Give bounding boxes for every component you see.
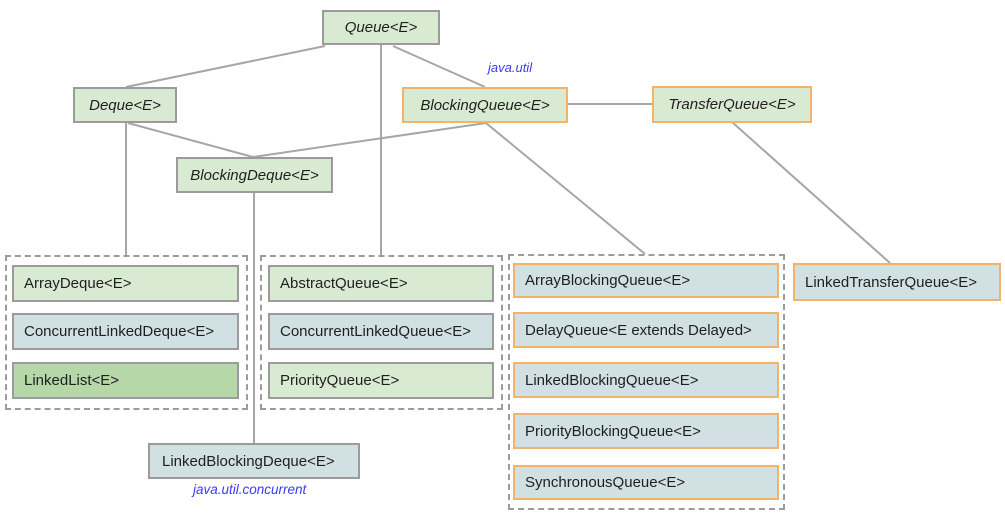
node-abstractqueue: AbstractQueue<E> xyxy=(268,265,494,302)
node-linkedblockingqueue: LinkedBlockingQueue<E> xyxy=(513,362,779,398)
edge-deque-blockingdeque xyxy=(127,122,254,158)
package-label-java-util-concurrent: java.util.concurrent xyxy=(193,482,307,497)
group-deque-implementations: ArrayDeque<E> ConcurrentLinkedDeque<E> L… xyxy=(5,255,248,410)
node-arrayblockingqueue: ArrayBlockingQueue<E> xyxy=(513,263,779,298)
node-linkedblockingdeque: LinkedBlockingDeque<E> xyxy=(148,443,360,479)
edge-queue-blockingqueue xyxy=(392,45,486,88)
package-label-java-util: java.util xyxy=(488,60,533,75)
node-blockingdeque-interface: BlockingDeque<E> xyxy=(176,157,333,193)
node-linkedlist: LinkedList<E> xyxy=(12,362,239,399)
node-synchronousqueue: SynchronousQueue<E> xyxy=(513,465,779,500)
node-blockingqueue-interface: BlockingQueue<E> xyxy=(402,87,568,123)
node-transferqueue-interface: TransferQueue<E> xyxy=(652,86,812,123)
group-queue-implementations: AbstractQueue<E> ConcurrentLinkedQueue<E… xyxy=(260,255,503,410)
edge-blockingqueue-blocking-impls-group xyxy=(485,122,646,255)
node-arraydeque: ArrayDeque<E> xyxy=(12,265,239,302)
group-blockingqueue-implementations: ArrayBlockingQueue<E> DelayQueue<E exten… xyxy=(508,254,785,510)
node-concurrentlinkedqueue: ConcurrentLinkedQueue<E> xyxy=(268,313,494,350)
node-concurrentlinkeddeque: ConcurrentLinkedDeque<E> xyxy=(12,313,239,350)
edge-queue-deque xyxy=(125,45,326,88)
node-priorityblockingqueue: PriorityBlockingQueue<E> xyxy=(513,413,779,449)
node-linkedtransferqueue: LinkedTransferQueue<E> xyxy=(793,263,1001,301)
node-queue-interface: Queue<E> xyxy=(322,10,440,45)
edge-transferqueue-linkedtransferqueue xyxy=(731,121,891,264)
node-delayqueue: DelayQueue<E extends Delayed> xyxy=(513,312,779,348)
edge-blockingqueue-blockingdeque xyxy=(252,122,487,158)
node-priorityqueue: PriorityQueue<E> xyxy=(268,362,494,399)
node-deque-interface: Deque<E> xyxy=(73,87,177,123)
